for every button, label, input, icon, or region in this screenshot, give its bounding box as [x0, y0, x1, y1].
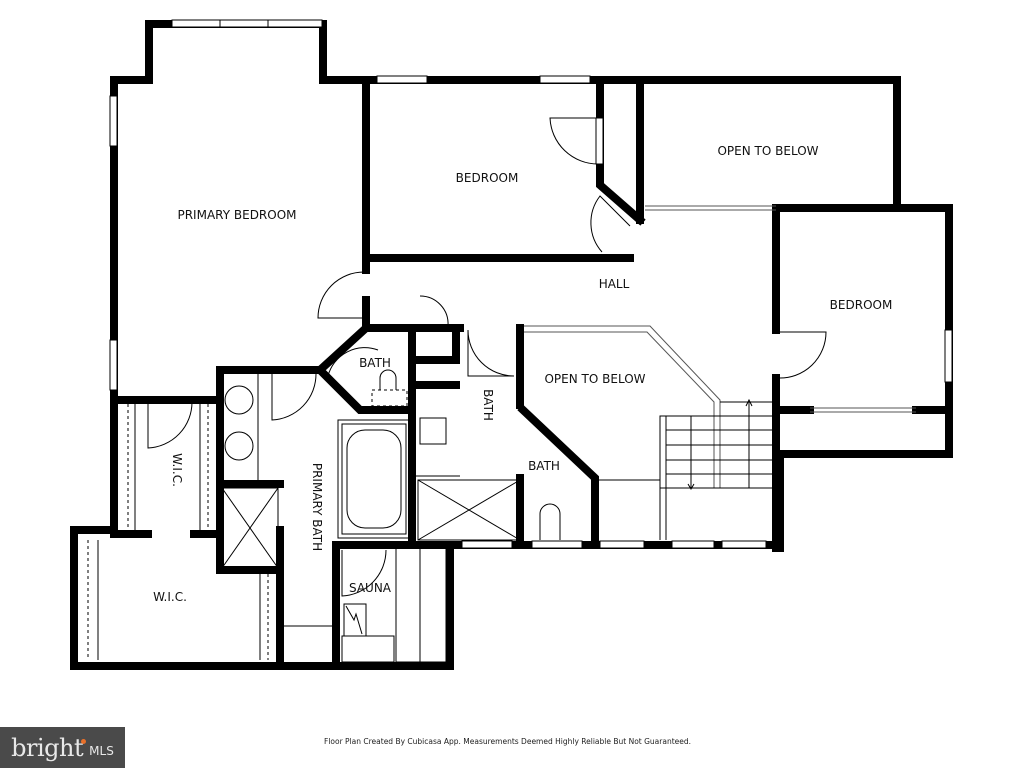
room-label-sauna: SAUNA	[349, 581, 392, 595]
disclaimer-text: Floor Plan Created By Cubicasa App. Meas…	[324, 737, 692, 746]
room-label-bath-2: BATH	[481, 389, 495, 421]
room-label-bath-3: BATH	[528, 459, 560, 473]
stairs	[598, 398, 777, 540]
room-label-wic-1: W.I.C.	[170, 453, 184, 487]
room-label-bedroom-1: BEDROOM	[456, 171, 519, 185]
room-label-hall: HALL	[599, 277, 630, 291]
room-label-open-to-below-2: OPEN TO BELOW	[544, 372, 645, 386]
fixtures	[87, 369, 561, 663]
brand-name: bright	[11, 733, 84, 762]
room-labels: PRIMARY BEDROOM BEDROOM OPEN TO BELOW HA…	[153, 144, 892, 604]
room-label-primary-bedroom: PRIMARY BEDROOM	[177, 208, 296, 222]
brand-accent-dot	[81, 739, 87, 744]
walls	[70, 20, 953, 670]
room-label-wic-2: W.I.C.	[153, 590, 187, 604]
room-label-bath-1: BATH	[359, 356, 391, 370]
bright-mls-logo: bright MLS	[0, 727, 125, 768]
room-label-bedroom-2: BEDROOM	[830, 298, 893, 312]
railings	[524, 205, 916, 488]
windows	[109, 19, 953, 549]
doors	[147, 117, 827, 597]
room-label-open-to-below-1: OPEN TO BELOW	[717, 144, 818, 158]
brand-suffix: MLS	[89, 743, 114, 758]
room-label-primary-bath: PRIMARY BATH	[310, 463, 324, 551]
